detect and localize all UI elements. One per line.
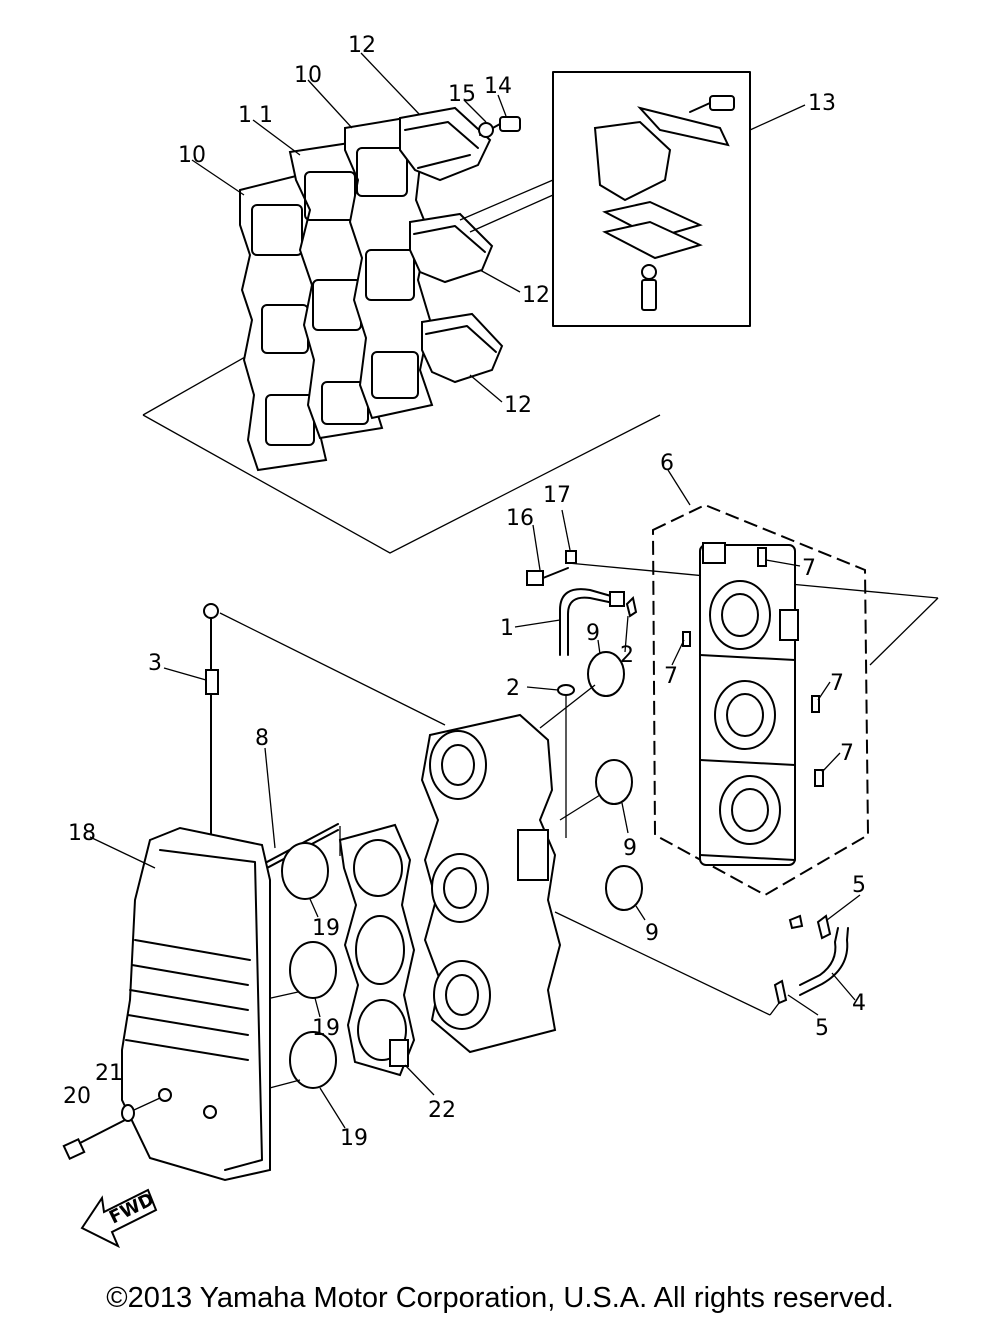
clip-2-top [625, 595, 638, 618]
callout-19: 19 [312, 916, 340, 941]
o-ring-9c [605, 865, 643, 911]
hose-1 [559, 588, 619, 656]
reed-valve-12-bottom [421, 312, 504, 384]
carburetor-bore-top [709, 580, 771, 650]
fuel-hose-group [557, 588, 638, 838]
o-ring-9a [587, 651, 625, 697]
screw-7a [757, 547, 767, 567]
callout-11: 1 1 [238, 103, 273, 128]
o-ring-9b [595, 759, 633, 805]
reed-valve-12-top [399, 106, 492, 182]
callout-17: 17 [543, 483, 571, 508]
callout-9: 9 [586, 621, 600, 646]
o-ring-19c [289, 1031, 337, 1089]
callout-7: 7 [830, 671, 844, 696]
alignment-line [142, 414, 661, 554]
callout-12: 12 [522, 283, 550, 308]
carburetor-assembly-6 [567, 503, 939, 897]
leader-lines [89, 52, 861, 1129]
link-rod-3 [203, 603, 446, 861]
callout-15: 15 [448, 82, 476, 107]
callout-14: 14 [484, 74, 512, 99]
reed-valve-detail-13 [459, 71, 751, 327]
intake-manifold [420, 713, 771, 1054]
callout-numbers: 12 10 1 1 10 15 14 13 12 12 6 16 17 7 7 … [63, 33, 866, 1151]
callout-7: 7 [802, 556, 816, 581]
bolt-16 [526, 567, 569, 586]
washer-17 [565, 550, 577, 564]
callout-7: 7 [840, 741, 854, 766]
washer-15 [478, 122, 494, 138]
callout-19: 19 [340, 1126, 368, 1151]
hose-clip [609, 591, 625, 607]
carburetor-bore-bottom [719, 775, 781, 845]
clip-5-dash [788, 914, 804, 930]
forward-arrow: FWD [80, 1188, 158, 1249]
reed-valve-12-middle [409, 212, 494, 284]
clip-2-lower [557, 684, 575, 696]
reed-assembly-group [142, 71, 751, 554]
clip-5-top [816, 914, 832, 940]
callout-1: 1 [500, 616, 514, 641]
callout-5: 5 [815, 1016, 829, 1041]
screw-7b [682, 631, 691, 647]
callout-13: 13 [808, 91, 836, 116]
washer-21 [121, 1104, 135, 1122]
callout-16: 16 [506, 506, 534, 531]
callout-8: 8 [255, 726, 269, 751]
screw-7c [811, 695, 820, 713]
silencer-cover-18 [121, 826, 271, 1182]
callout-6: 6 [660, 451, 674, 476]
o-ring-19a [281, 842, 329, 900]
o-ring-19b [289, 941, 337, 999]
callout-21: 21 [95, 1061, 123, 1086]
gasket-22 [338, 823, 416, 1077]
callout-22: 22 [428, 1098, 456, 1123]
hose-4 [799, 927, 849, 996]
callout-4: 4 [852, 991, 866, 1016]
callout-10: 10 [294, 63, 322, 88]
callout-10: 10 [178, 143, 206, 168]
callout-7: 7 [664, 664, 678, 689]
callout-18: 18 [68, 821, 96, 846]
callout-9: 9 [645, 921, 659, 946]
detail-box [552, 71, 751, 327]
callout-12: 12 [504, 393, 532, 418]
copyright-notice: ©2013 Yamaha Motor Corporation, U.S.A. A… [106, 1282, 894, 1314]
callout-19: 19 [312, 1016, 340, 1041]
callout-9: 9 [623, 836, 637, 861]
gasket-10-right [344, 116, 434, 420]
callout-2: 2 [620, 643, 634, 668]
callout-2: 2 [506, 676, 520, 701]
clip-5-bottom [773, 979, 788, 1005]
callout-3: 3 [148, 651, 162, 676]
callout-5: 5 [852, 873, 866, 898]
screw-7d [814, 769, 824, 787]
bolt-20 [62, 1119, 126, 1161]
carburetor-bore-middle [714, 680, 776, 750]
callout-20: 20 [63, 1084, 91, 1109]
callout-12: 12 [348, 33, 376, 58]
